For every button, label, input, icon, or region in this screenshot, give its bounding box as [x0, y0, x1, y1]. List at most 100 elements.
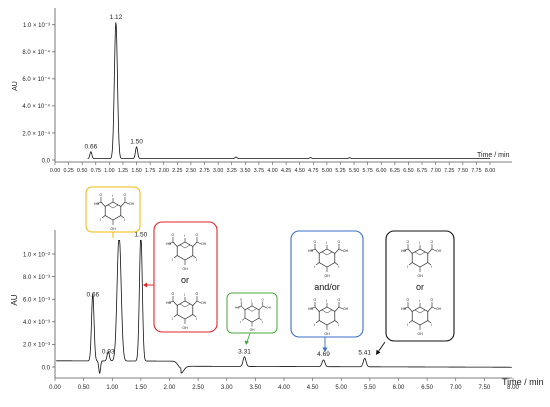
top-panel: AU Time / min 0.02.0 × 10⁻⁴4.0 × 10⁻⁴6.0… — [12, 8, 512, 174]
top-y-tick-label: 8.0 × 10⁻⁴ — [22, 49, 50, 56]
bottom-x-tick-label: 6.50 — [421, 385, 433, 391]
top-x-tick-label: 6.75 — [417, 168, 427, 174]
top-peak-label: 0.66 — [85, 144, 98, 151]
annotation-green-arrowhead — [244, 340, 249, 345]
annotation-red-connector: or — [181, 275, 189, 285]
bottom-y-axis-label: AU — [10, 294, 19, 305]
annotation-yellow — [85, 186, 141, 238]
bottom-peak-label: 3.31 — [238, 348, 251, 355]
top-x-tick-label: 2.25 — [172, 168, 182, 174]
top-x-tick-label: 8.00 — [485, 168, 495, 174]
bottom-y-tick-label: 6.0 × 10⁻³ — [23, 298, 50, 304]
bottom-peak-label: 0.66 — [86, 291, 99, 298]
bottom-x-tick-label: 4.50 — [307, 385, 319, 391]
bottom-x-tick-label: 0.50 — [78, 385, 90, 391]
top-x-tick-label: 6.00 — [376, 168, 386, 174]
bottom-x-tick-label: 6.00 — [393, 385, 405, 391]
top-x-tick-label: 1.75 — [145, 168, 155, 174]
annotation-black-box — [385, 230, 455, 342]
bottom-peak-label: 0.93 — [102, 349, 115, 356]
annotation-red: or — [143, 221, 218, 333]
top-x-tick-label: 5.25 — [335, 168, 345, 174]
top-x-tick-label: 1.25 — [118, 168, 128, 174]
bottom-chromatogram-trace — [56, 240, 512, 375]
bottom-panel: AU Time / min 0.0 2.0 × 10⁻³ 4.0 × 10⁻³ 6.0… — [10, 230, 544, 391]
annotation-blue-connector: and/or — [314, 282, 340, 292]
top-x-tick-label: 1.00 — [104, 168, 114, 174]
top-y-tick-label: 0.0 — [42, 158, 51, 164]
top-x-tick-label: 6.25 — [390, 168, 400, 174]
top-x-tick-label: 5.75 — [363, 168, 373, 174]
annotation-black-connector: or — [416, 282, 424, 292]
annotation-green-arrow — [246, 332, 251, 343]
top-x-tick-label: 4.00 — [267, 168, 277, 174]
top-y-axis-label: AU — [12, 81, 19, 91]
top-x-tick-label: 2.75 — [199, 168, 209, 174]
annotation-yellow-box — [85, 186, 141, 233]
annotation-blue-arrowhead — [322, 347, 328, 352]
bottom-x-tick-label: 2.00 — [164, 385, 176, 391]
top-y-ticks: 0.02.0 × 10⁻⁴4.0 × 10⁻⁴6.0 × 10⁻⁴8.0 × 1… — [22, 23, 55, 164]
top-x-axis-label: Time / min — [477, 152, 510, 159]
bottom-y-tick-label: 1.0 × 10⁻² — [23, 252, 50, 258]
top-x-tick-label: 5.50 — [349, 168, 359, 174]
top-x-tick-label: 3.00 — [213, 168, 223, 174]
top-x-tick-label: 4.75 — [308, 168, 318, 174]
top-x-tick-label: 2.00 — [159, 168, 169, 174]
bottom-peak-label: 4.69 — [317, 351, 330, 358]
bottom-x-ticks: 0.00 0.50 1.00 1.50 2.00 2.50 3.00 3.50 4.00 4.50… — [49, 378, 519, 391]
top-x-tick-label: 7.25 — [444, 168, 454, 174]
top-x-tick-label: 5.00 — [322, 168, 332, 174]
top-y-tick-label: 1.0 × 10⁻³ — [23, 23, 50, 29]
annotation-green-box — [226, 292, 278, 334]
bottom-peak-label: 5.41 — [358, 350, 371, 357]
bottom-x-tick-label: 3.50 — [250, 385, 262, 391]
bottom-x-axis-label: Time / min — [502, 377, 544, 387]
bottom-x-tick-label: 3.00 — [221, 385, 233, 391]
top-x-tick-label: 2.50 — [186, 168, 196, 174]
top-x-tick-label: 0.00 — [50, 168, 60, 174]
bottom-x-tick-label: 4.00 — [278, 385, 290, 391]
top-x-tick-label: 6.50 — [403, 168, 413, 174]
bottom-y-ticks: 0.02.0 × 10⁻³4.0 × 10⁻³6.0 × 10⁻³8.0 × 1… — [23, 252, 55, 371]
bottom-x-tick-label: 5.00 — [335, 385, 347, 391]
top-x-tick-label: 0.25 — [63, 168, 73, 174]
annotation-black-arrowhead — [376, 349, 381, 355]
top-x-tick-label: 1.50 — [131, 168, 141, 174]
top-x-tick-label: 3.50 — [240, 168, 250, 174]
top-x-tick-label: 7.75 — [471, 168, 481, 174]
top-x-tick-label: 4.50 — [295, 168, 305, 174]
bottom-x-tick-label: 1.50 — [135, 385, 147, 391]
bottom-y-tick-label: 2.0 × 10⁻³ — [23, 343, 50, 349]
bottom-peak-label: 1.50 — [135, 231, 148, 238]
top-y-tick-label: 6.0 × 10⁻⁴ — [22, 76, 50, 83]
bottom-x-tick-label: 7.50 — [479, 385, 491, 391]
annotation-black: or — [376, 230, 455, 355]
bottom-x-tick-label: 1.00 — [106, 385, 118, 391]
annotation-black-arrow — [377, 341, 386, 353]
bottom-x-tick-label: 2.50 — [192, 385, 204, 391]
bottom-y-tick-label: 0.0 — [42, 365, 51, 371]
annotation-blue: and/or — [290, 230, 364, 352]
top-x-tick-label: 0.50 — [77, 168, 87, 174]
annotation-green — [226, 292, 278, 345]
bottom-x-tick-label: 8.00 — [507, 385, 519, 391]
bottom-x-tick-label: 5.50 — [364, 385, 376, 391]
top-chromatogram-trace — [87, 22, 490, 160]
top-x-tick-label: 3.75 — [254, 168, 264, 174]
top-x-tick-label: 3.25 — [227, 168, 237, 174]
top-peak-label: 1.12 — [110, 14, 123, 21]
top-peak-labels: 0.66 1.12 1.50 — [85, 14, 144, 151]
top-y-tick-label: 2.0 × 10⁻⁴ — [22, 130, 50, 137]
bottom-x-tick-label: 7.00 — [450, 385, 462, 391]
bottom-x-tick-label: 0.00 — [49, 385, 61, 391]
annotation-red-arrowhead — [143, 282, 147, 288]
top-x-tick-label: 0.75 — [91, 168, 101, 174]
top-x-tick-label: 7.50 — [458, 168, 468, 174]
top-peak-label: 1.50 — [130, 139, 143, 146]
bottom-y-tick-label: 4.0 × 10⁻³ — [23, 320, 50, 326]
top-x-tick-label: 4.25 — [281, 168, 291, 174]
top-x-tick-label: 7.00 — [430, 168, 440, 174]
